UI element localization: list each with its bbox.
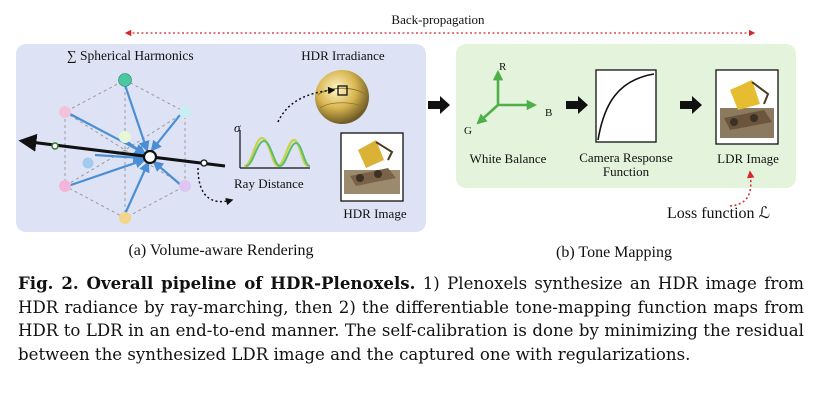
ldr-image-label: LDR Image — [717, 151, 779, 166]
backprop-label: Back-propagation — [391, 12, 485, 27]
hdr-irradiance-sphere — [315, 70, 369, 124]
sample-point-right — [200, 159, 208, 167]
axis-b-label: B — [545, 107, 552, 119]
sample-point-left — [51, 142, 59, 150]
ray-distance-plot — [239, 130, 311, 169]
panel-a-caption: (a) Volume-aware Rendering — [128, 242, 313, 259]
crf-curve-box — [595, 69, 657, 143]
ray-to-image-arrow — [197, 167, 234, 206]
sample-point-center — [142, 149, 158, 165]
hdr-irradiance-label: HDR Irradiance — [301, 48, 385, 63]
caption-text: 1) Plenoxels synthesize an HDR image fro… — [18, 274, 804, 364]
hdr-image-thumbnail — [340, 132, 404, 202]
crf-label-line2: Function — [603, 164, 650, 179]
interpolation-arrows — [67, 84, 183, 215]
figure-caption: Fig. 2. Overall pipeline of HDR-Plenoxel… — [18, 272, 804, 366]
white-balance-axes — [476, 69, 538, 125]
ldr-image-thumbnail — [715, 69, 779, 145]
caption-label: Fig. 2. Overall pipeline of HDR-Plenoxel… — [18, 273, 416, 293]
crf-to-ldr-arrow — [680, 96, 702, 114]
crf-label-line1: Camera Response — [579, 150, 673, 165]
irradiance-dotted-arrow — [277, 86, 336, 123]
hdr-image-label: HDR Image — [343, 206, 406, 221]
loss-label: Loss function ℒ — [667, 205, 770, 222]
sigma-label: σ — [234, 120, 241, 135]
sh-spheres — [59, 73, 191, 224]
ray-distance-label: Ray Distance — [234, 176, 304, 191]
panel-connector-arrow — [428, 96, 450, 114]
white-balance-label: White Balance — [470, 151, 547, 166]
pipeline-figure: Back-propagation ∑ — [16, 12, 796, 261]
axis-r-label: R — [499, 61, 507, 73]
sh-label: ∑ Spherical Harmonics — [67, 48, 194, 63]
axis-g-label: G — [464, 125, 472, 137]
loss-arrow — [729, 170, 755, 207]
wb-to-crf-arrow — [566, 96, 588, 114]
panel-b-caption: (b) Tone Mapping — [556, 244, 672, 261]
